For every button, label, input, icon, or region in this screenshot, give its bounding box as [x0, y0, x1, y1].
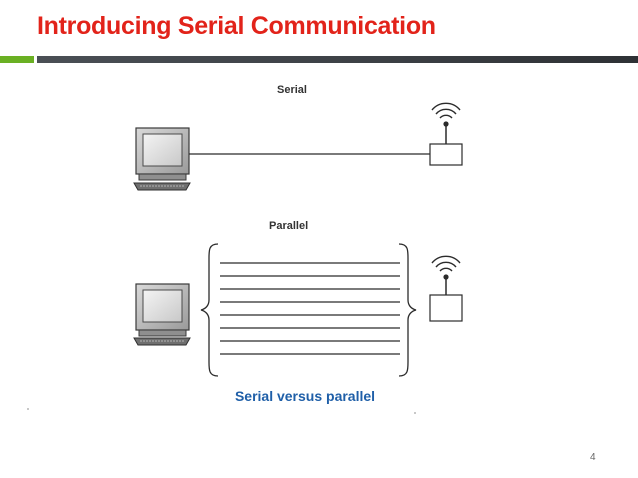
title-bar-green-accent — [0, 56, 34, 63]
diagram-caption: Serial versus parallel — [234, 388, 376, 404]
title-underline-bar — [0, 56, 638, 63]
parallel-wires — [220, 262, 400, 355]
serial-label: Serial — [277, 84, 307, 96]
speck — [414, 412, 416, 414]
parallel-label: Parallel — [269, 220, 308, 232]
serial-computer-icon — [133, 127, 191, 191]
serial-wireless-signal-icon — [431, 102, 461, 119]
title-bar-gray — [37, 56, 638, 63]
serial-device-icon — [429, 121, 463, 166]
parallel-computer-icon — [133, 283, 191, 346]
parallel-right-brace — [398, 243, 417, 377]
page-number: 4 — [590, 452, 596, 463]
speck — [27, 408, 29, 410]
slide-title: Introducing Serial Communication — [37, 12, 436, 40]
parallel-wireless-signal-icon — [431, 255, 461, 272]
parallel-left-brace — [200, 243, 219, 377]
parallel-device-icon — [429, 274, 463, 322]
